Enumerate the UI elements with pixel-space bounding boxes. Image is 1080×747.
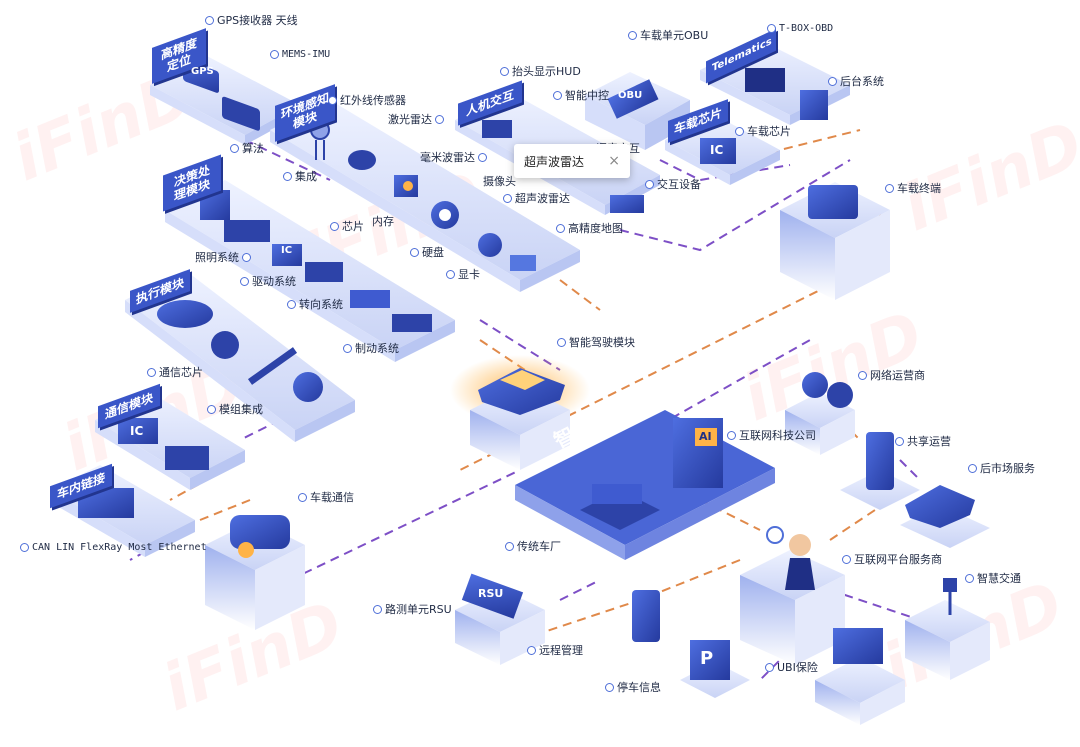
remote-phone: [632, 590, 660, 642]
label-ultrasonic: 超声波雷达: [503, 190, 570, 206]
ubi-monitor: [815, 628, 905, 725]
platform-positioning: [150, 55, 300, 145]
label-graphics: 显卡: [446, 266, 480, 282]
label-lighting: 照明系统: [195, 249, 254, 265]
obu-device: [585, 72, 690, 150]
label-adas: 智能驾驶模块: [557, 334, 635, 350]
rsu-device: [455, 573, 545, 665]
label-hd-map: 高精度地图: [556, 220, 623, 236]
label-steering: 转向系统: [287, 296, 343, 312]
label-rsu: 路测单元RSU: [373, 601, 452, 617]
label-vehicle-chip: 车载芯片: [735, 123, 791, 139]
label-parking: 停车信息: [605, 679, 661, 695]
label-camera: 摄像头: [483, 175, 516, 188]
label-gps-antenna: GPS接收器 天线: [205, 12, 298, 28]
label-interaction-device: 交互设备: [645, 176, 701, 192]
label-tbox: T-BOX-OBD: [767, 23, 833, 34]
rsu-icon: RSU: [478, 587, 504, 600]
vehicle-comm-box: [205, 515, 305, 630]
platform-decision: [165, 180, 455, 362]
label-smart-traffic: 智慧交通: [965, 570, 1021, 586]
internet-tech-tower: [673, 418, 723, 488]
ic-chip-icon: IC: [281, 245, 293, 256]
parking-sign: [680, 640, 750, 698]
obu-icon: OBU: [618, 90, 643, 101]
adas-car: [450, 355, 590, 470]
aftermarket-car: [900, 485, 990, 548]
label-sharing: 共享运营: [895, 433, 951, 449]
label-integration: 集成: [283, 168, 317, 184]
internet-platform-person: [740, 526, 845, 665]
label-backend: 后台系统: [828, 73, 884, 89]
tooltip-popup: 超声波雷达 ×: [514, 144, 630, 178]
label-mmwave: 毫米波雷达: [420, 149, 490, 165]
label-drive: 驱动系统: [240, 273, 296, 289]
label-hud: 抬头显示HUD: [500, 63, 581, 79]
tooltip-text: 超声波雷达: [524, 154, 585, 169]
platform-execution: [125, 270, 355, 442]
label-mems-imu: MEMS-IMU: [270, 49, 330, 60]
label-smart-console: 智能中控: [553, 87, 609, 103]
ic-chip-icon: IC: [130, 424, 144, 438]
label-internet-tech: 互联网科技公司: [727, 427, 816, 443]
gps-icon: GPS: [191, 66, 214, 77]
ic-chip-icon: IC: [710, 143, 724, 157]
label-remote: 远程管理: [527, 642, 583, 658]
label-algorithm: 算法: [230, 140, 264, 156]
network-operator: [785, 372, 855, 455]
label-terminal: 车载终端: [885, 180, 941, 196]
label-ir-sensor: 红外线传感器: [328, 92, 406, 108]
label-buses: CAN LIN FlexRay Most Ethernet: [20, 542, 207, 553]
vehicle-terminal: [780, 182, 890, 300]
label-module-integration: 模组集成: [207, 401, 263, 417]
platform-manufacturer: [515, 410, 775, 560]
label-traditional-oem: 传统车厂: [505, 538, 561, 554]
label-ubi: UBI保险: [765, 659, 818, 675]
label-chip: 芯片: [330, 218, 364, 234]
parking-icon: P: [700, 648, 714, 669]
label-vehicle-comm: 车载通信: [298, 489, 354, 505]
label-braking: 制动系统: [343, 340, 399, 356]
label-obu: 车载单元OBU: [628, 27, 708, 43]
label-lidar: 激光雷达: [388, 111, 447, 127]
label-aftermarket: 后市场服务: [968, 460, 1035, 476]
smart-traffic: [905, 578, 990, 680]
ai-icon: AI: [699, 430, 712, 443]
label-hardware: 硬盘: [410, 244, 444, 260]
label-network-operator: 网络运营商: [858, 367, 925, 383]
label-memory: 内存: [372, 215, 394, 228]
label-comm-chip: 通信芯片: [147, 364, 203, 380]
close-icon[interactable]: ×: [608, 153, 620, 169]
label-internet-platform: 互联网平台服务商: [842, 551, 942, 567]
sharing-ops: [840, 432, 920, 510]
